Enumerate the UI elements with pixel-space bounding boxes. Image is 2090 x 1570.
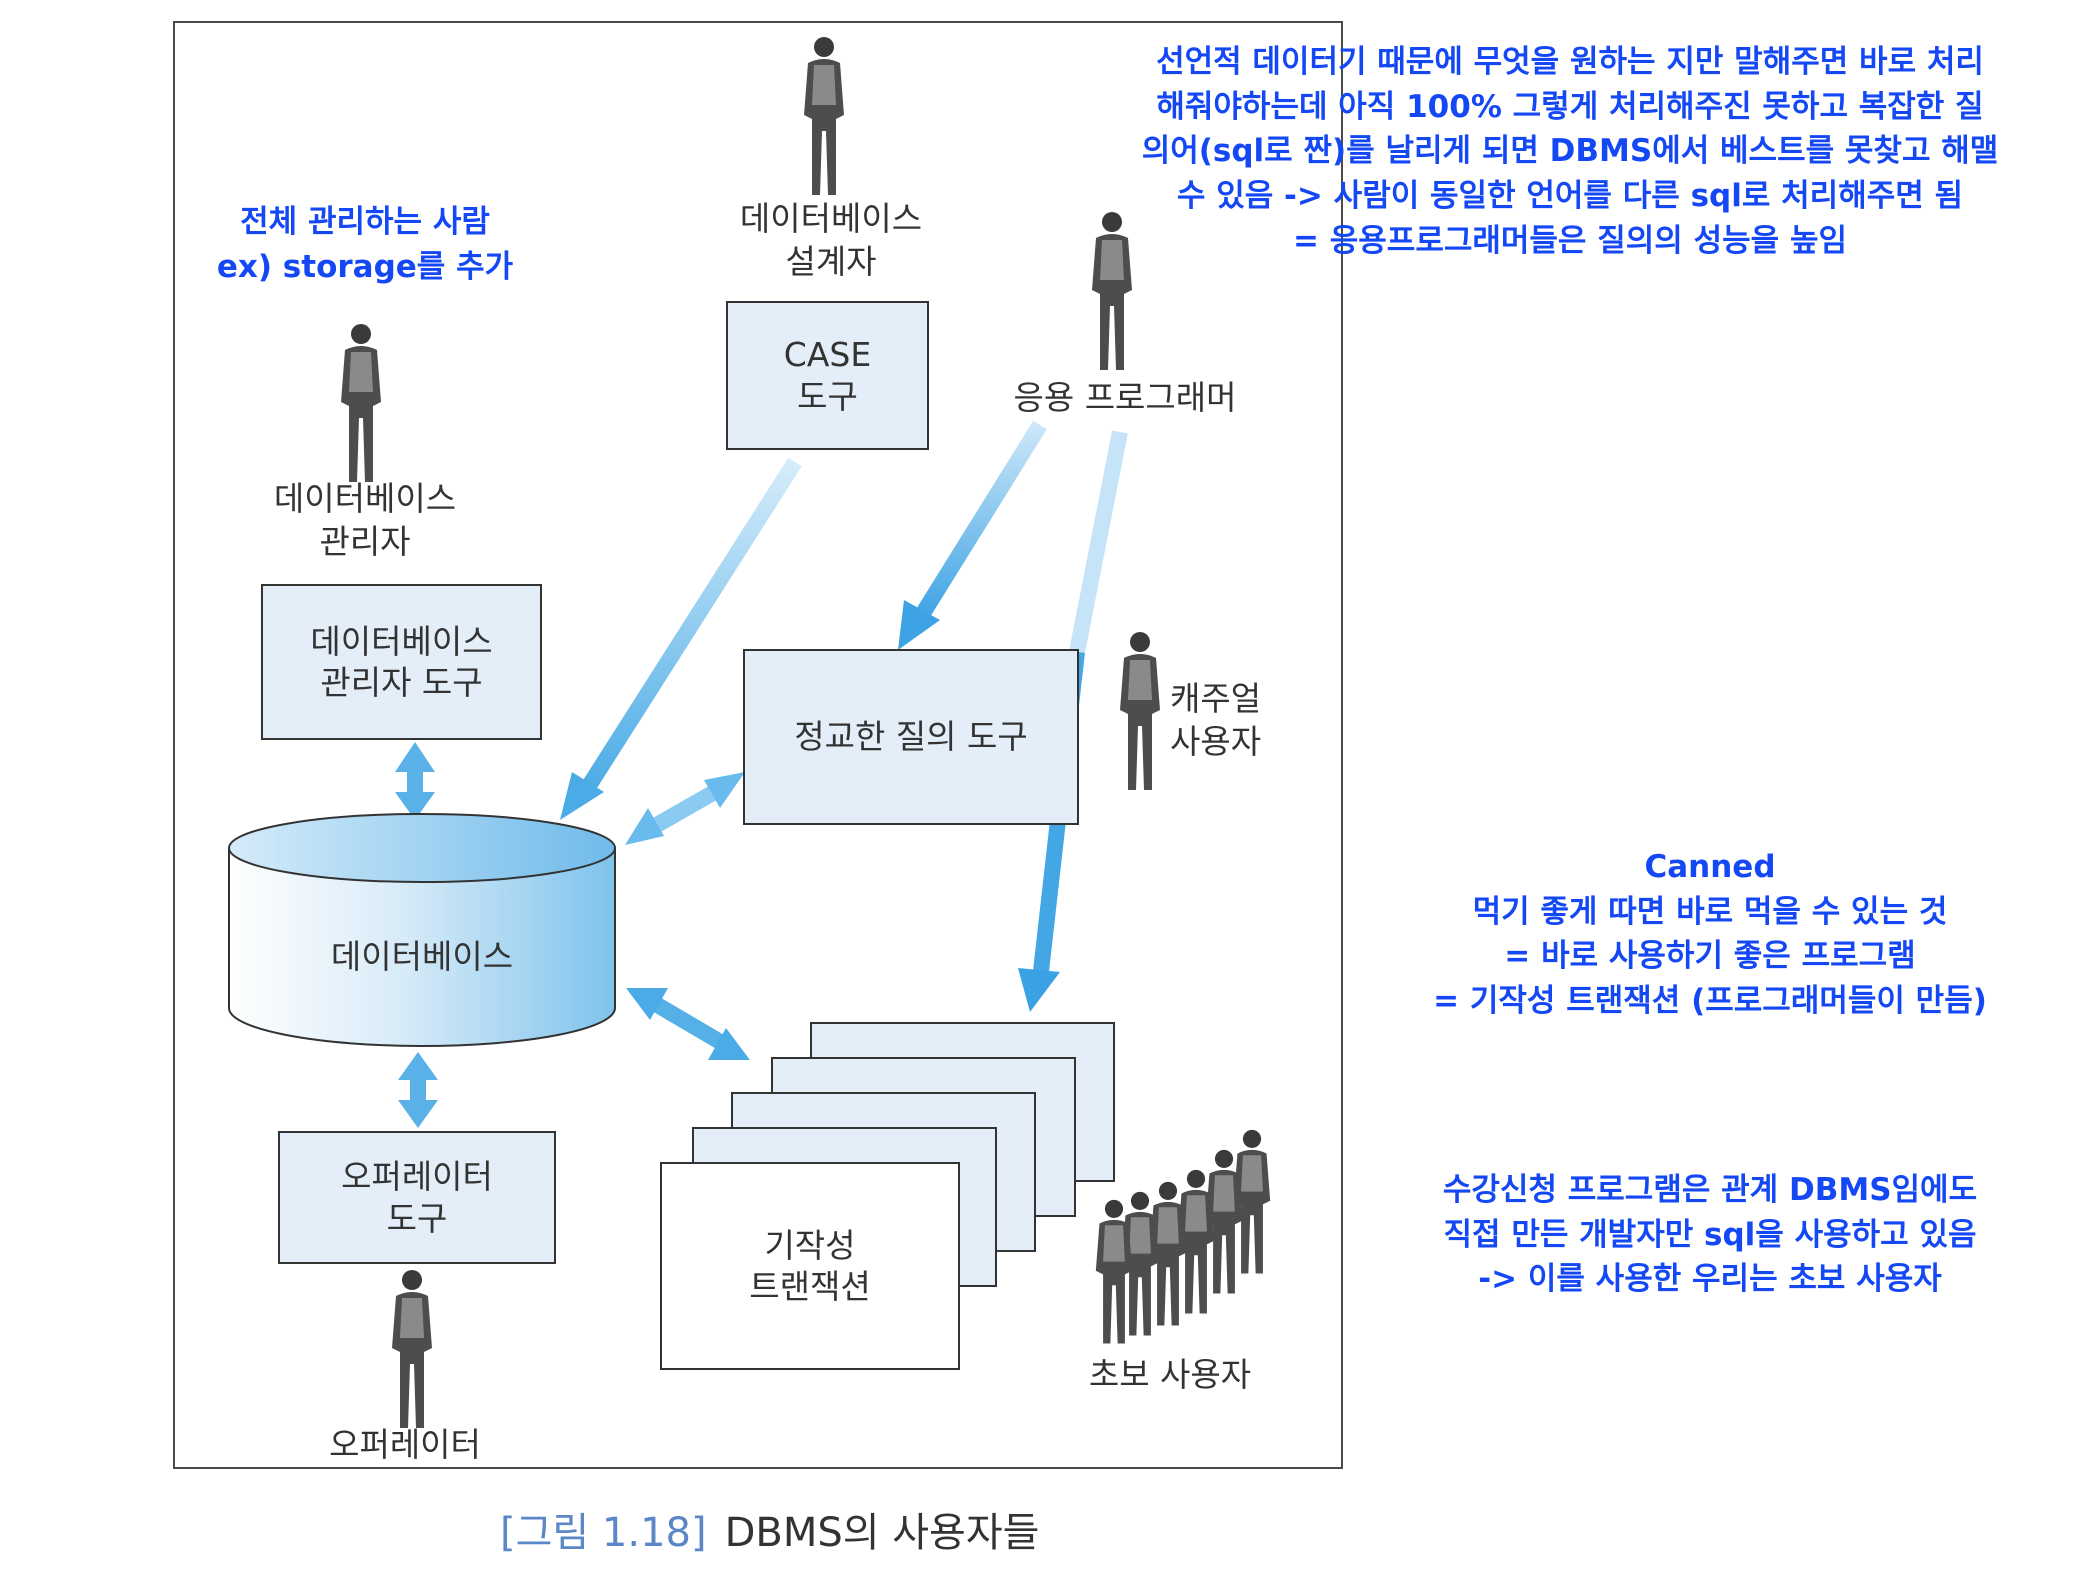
case-tool-box: CASE 도구: [726, 301, 929, 450]
figure-caption: [그림 1.18] DBMS의 사용자들: [500, 1500, 1039, 1558]
note-programmer: 선언적 데이터기 때문에 무엇을 원하는 지만 말해주면 바로 처리 해줘야하는…: [1141, 44, 1999, 259]
note-naive-user: 수강신청 프로그램은 관계 DBMS임에도 직접 만든 개발자만 sql을 사용…: [1442, 1172, 1978, 1298]
arrow-db-query: [625, 772, 745, 845]
person-icon-naive-4: [1146, 1180, 1190, 1330]
person-icon-naive-6: [1092, 1198, 1136, 1348]
arrow-programmer-to-query: [898, 420, 1047, 650]
canned-transactions-box: 기작성 트랜잭션: [660, 1162, 960, 1370]
note-canned: Canned 먹기 좋게 따면 바로 먹을 수 있는 것 = 바로 사용하기 좋…: [1433, 849, 1987, 1019]
label-dba: 데이터베이스 관리자: [273, 479, 457, 561]
arrow-dbatool-db: [395, 742, 435, 820]
label-operator: 오퍼레이터: [329, 1425, 481, 1464]
person-icon-casual-user: [1116, 630, 1164, 795]
query-tool-box: 정교한 질의 도구: [743, 649, 1079, 825]
caption-number: [그림 1.18]: [500, 1510, 707, 1556]
dba-tool-box: 데이터베이스 관리자 도구: [261, 584, 542, 740]
person-icon-naive-1: [1230, 1128, 1274, 1278]
label-app-programmer: 응용 프로그래머: [1013, 378, 1237, 417]
label-db-designer: 데이터베이스 설계자: [739, 199, 923, 281]
caption-text: DBMS의 사용자들: [724, 1510, 1040, 1556]
note-dba: 전체 관리하는 사람 ex) storage를 추가: [216, 204, 514, 285]
person-icon-designer: [800, 35, 848, 200]
figure-frame: [173, 21, 1343, 1469]
arrow-case-to-db: [560, 457, 802, 820]
label-naive-user: 초보 사용자: [1088, 1355, 1252, 1394]
arrow-db-operatortool: [398, 1052, 438, 1128]
operator-tool-box: 오퍼레이터 도구: [278, 1131, 556, 1264]
label-casual-user: 캐주얼 사용자: [1170, 679, 1262, 761]
database-label: 데이터베이스: [330, 937, 514, 976]
person-icon-operator: [388, 1268, 436, 1433]
person-icon-naive-5: [1118, 1190, 1162, 1340]
person-icon-programmer: [1088, 210, 1136, 375]
database-cylinder: [228, 813, 616, 1047]
person-icon-dba: [337, 322, 385, 487]
arrow-db-canned: [626, 988, 750, 1060]
person-icon-naive-2: [1202, 1148, 1246, 1298]
person-icon-naive-3: [1174, 1168, 1218, 1318]
